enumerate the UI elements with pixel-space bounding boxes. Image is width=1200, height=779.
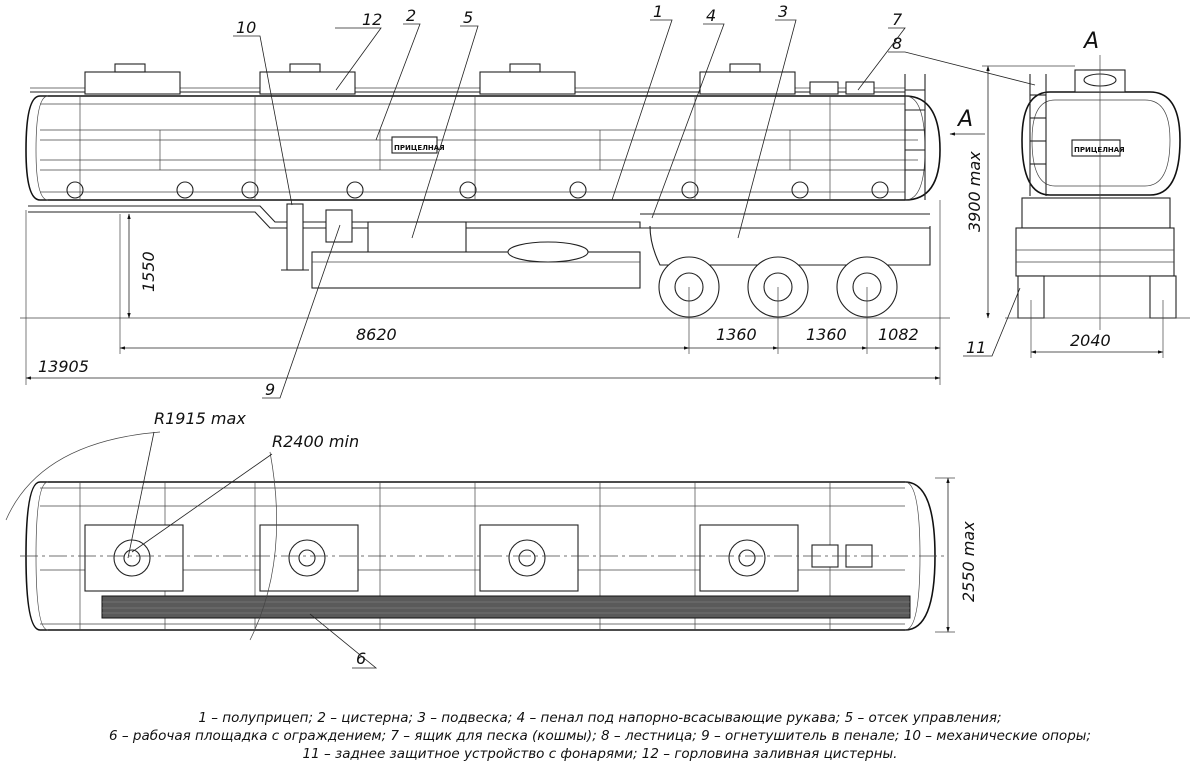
view-arrow-label: A: [956, 107, 973, 132]
legend-line-1: 1 – полуприцеп; 2 – цистерна; 3 – подвес…: [198, 710, 1002, 726]
axle-group: [649, 225, 931, 318]
callout-3: 3: [778, 2, 788, 21]
dim-radius-turn: R2400 min: [272, 432, 359, 451]
dim-width-track: 2040: [1070, 331, 1111, 350]
dim-height-coupling: 1550: [139, 251, 158, 292]
dim-length-total: 13905: [38, 357, 89, 376]
dim-rear-overhang: 1082: [878, 325, 919, 344]
callout-9: 9: [265, 380, 275, 399]
dim-height-max: 3900 max: [965, 151, 984, 232]
callout-7: 7: [892, 10, 903, 29]
dim-width-max: 2550 max: [959, 521, 978, 602]
callout-6: 6: [356, 649, 366, 668]
rear-view: ПРИЦЕЛНАЯ: [1005, 55, 1190, 330]
dim-length-kingpin: 8620: [356, 325, 397, 344]
walkway-platform: [101, 595, 911, 619]
callout-11: 11: [966, 338, 986, 357]
landing-gear: [281, 203, 309, 271]
callout-5: 5: [463, 8, 473, 27]
legend-line-3: 11 – заднее защитное устройство с фонаря…: [302, 746, 898, 762]
dim-axle-spacing-1: 1360: [716, 325, 757, 344]
side-dimensions: [25, 200, 941, 385]
callout-12: 12: [362, 10, 382, 29]
logo-text: ПРИЦЕЛНАЯ: [394, 144, 445, 152]
svg-text:ПРИЦЕЛНАЯ: ПРИЦЕЛНАЯ: [1074, 146, 1125, 154]
view-title: A: [1082, 29, 1099, 54]
legend-line-2: 6 – рабочая площадка с ограждением; 7 – …: [109, 728, 1091, 744]
dim-radius-front: R1915 max: [154, 409, 246, 428]
callout-4: 4: [706, 6, 716, 25]
callout-2: 2: [406, 6, 416, 25]
callout-10: 10: [236, 18, 256, 37]
callout-leaders: [233, 19, 1036, 669]
callout-1: 1: [653, 2, 663, 21]
side-view: ПРИЦЕЛНАЯ: [20, 63, 950, 319]
callout-8: 8: [892, 34, 902, 53]
dim-axle-spacing-2: 1360: [806, 325, 847, 344]
top-view: [5, 431, 945, 641]
